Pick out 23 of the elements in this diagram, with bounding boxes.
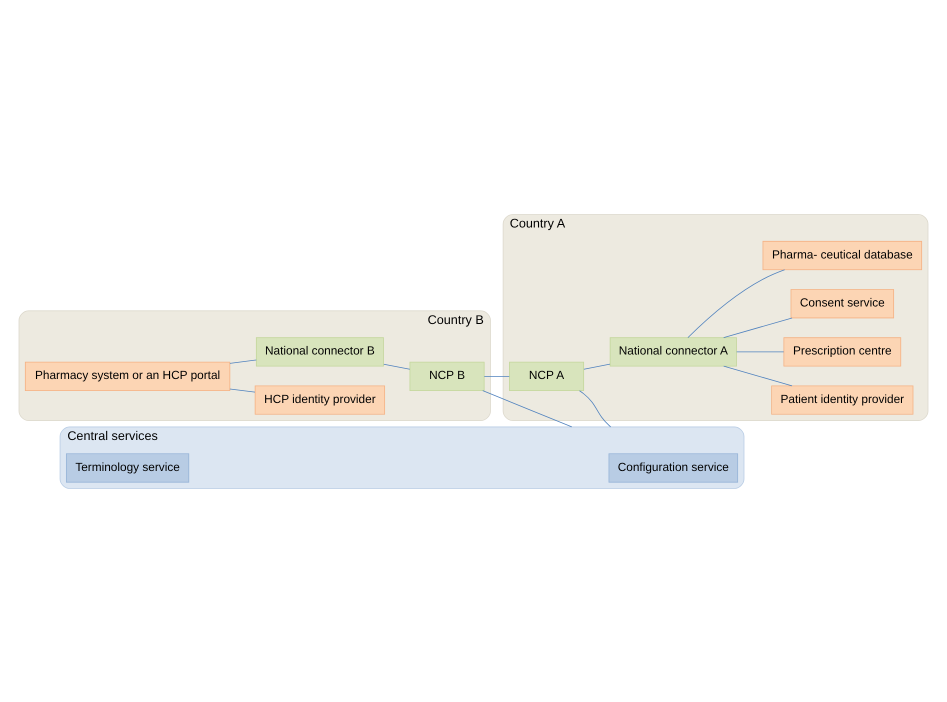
node-box: Terminology service bbox=[66, 452, 190, 482]
connector bbox=[584, 363, 610, 370]
connector bbox=[723, 317, 792, 338]
node-box: National connector B bbox=[256, 336, 384, 366]
node-box: Patient identity provider bbox=[771, 384, 914, 414]
node-box: HCP identity provider bbox=[254, 384, 386, 414]
node-box: NCP B bbox=[410, 361, 485, 390]
node-box: Configuration service bbox=[608, 452, 738, 482]
node-box: Pharmacy system or an HCP portal bbox=[24, 361, 230, 390]
connector bbox=[736, 351, 784, 352]
connector bbox=[229, 359, 257, 364]
connector bbox=[482, 390, 572, 427]
connector bbox=[229, 388, 256, 392]
node-box: NCP A bbox=[509, 361, 584, 390]
connector bbox=[688, 268, 786, 338]
node-box: Pharma- ceutical database bbox=[762, 240, 922, 270]
node-box: Prescription centre bbox=[783, 336, 902, 366]
connector bbox=[579, 390, 612, 427]
connector bbox=[723, 365, 792, 386]
node-box: National connector A bbox=[610, 336, 737, 366]
node-box: Consent service bbox=[790, 288, 894, 318]
connector bbox=[484, 375, 510, 376]
connector bbox=[383, 363, 410, 370]
